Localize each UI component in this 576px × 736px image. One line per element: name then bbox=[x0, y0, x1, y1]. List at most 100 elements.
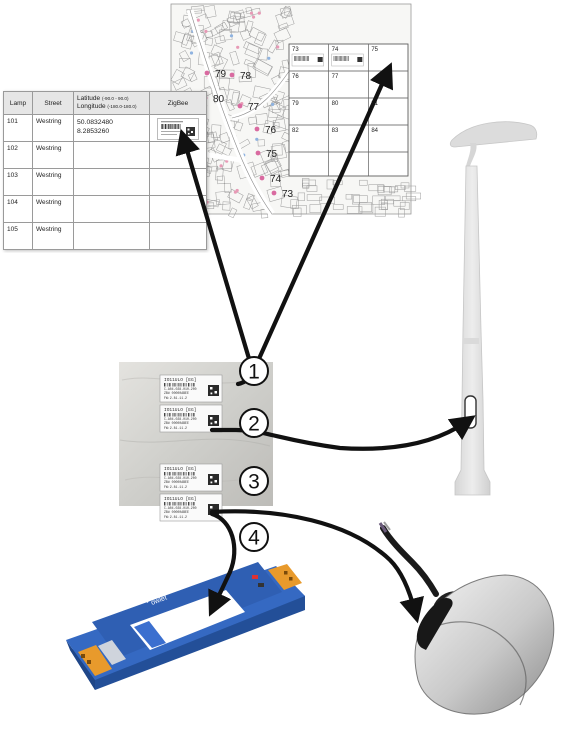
step-number: 3 bbox=[248, 471, 260, 494]
cell-lamp: 102 bbox=[3, 141, 33, 169]
lamp-marker-label: 78 bbox=[240, 71, 252, 82]
owlet-controller: owlet ◆ bbox=[66, 562, 305, 690]
lamp-marker-dot bbox=[229, 72, 235, 78]
grid-cell-label: 73 bbox=[292, 47, 299, 53]
device-label-line: FW:2.81.11.2 bbox=[164, 515, 187, 519]
table-row: 102 Westring bbox=[3, 141, 207, 169]
table-header-row: Lamp Street Latitude (-90.0 - 90.0) Long… bbox=[3, 91, 207, 115]
arrow-to-sensor bbox=[209, 509, 424, 624]
col-lamp: Lamp bbox=[3, 91, 33, 115]
cell-lamp: 101 bbox=[3, 114, 33, 142]
qr-code-icon bbox=[208, 385, 219, 396]
grid-cell-label: 76 bbox=[292, 74, 299, 80]
lamp-table-wrapper: Lamp Street Latitude (-90.0 - 90.0) Long… bbox=[3, 91, 207, 250]
grid-cell-label: 84 bbox=[371, 128, 378, 134]
device-label-line: ZB# 00000ABEE bbox=[164, 421, 189, 425]
col-lat-long: Latitude (-90.0 - 90.0) Longitude (-180.… bbox=[73, 91, 150, 115]
terminal-block-right bbox=[252, 564, 302, 590]
grid-cell-label: 74 bbox=[332, 47, 339, 53]
lamp-table: Lamp Street Latitude (-90.0 - 90.0) Long… bbox=[3, 91, 207, 250]
cell-street: Westring bbox=[32, 141, 74, 169]
cell-zigbee bbox=[149, 195, 207, 223]
cell-coords: 50.0832480 8.2853260 bbox=[73, 114, 150, 142]
cell-lamp: 105 bbox=[3, 222, 33, 250]
arrow-to-controller bbox=[208, 511, 237, 617]
device-label-line: C-A04-028-010-200 bbox=[164, 506, 197, 510]
cell-lamp: 104 bbox=[3, 195, 33, 223]
terminal-block-left bbox=[78, 640, 126, 676]
device-label-line: ZB# 00000ABEE bbox=[164, 510, 189, 514]
table-row: 104 Westring bbox=[3, 195, 207, 223]
col-zigbee: ZigBee bbox=[149, 91, 207, 115]
qr-code-icon bbox=[208, 415, 219, 426]
grid-cell-label: 79 bbox=[292, 101, 299, 107]
arrow-to-map-grid bbox=[255, 62, 394, 364]
device-label-line: FW:2.81.11.2 bbox=[164, 485, 187, 489]
lamp-marker-label: 73 bbox=[282, 189, 294, 200]
lamp-marker-label: 76 bbox=[265, 125, 277, 136]
grid-cell-label: 75 bbox=[371, 47, 378, 53]
lamp-marker-dot bbox=[254, 126, 260, 132]
step-number: 2 bbox=[248, 413, 260, 436]
lamp-marker-label: 79 bbox=[215, 69, 227, 80]
table-row: 105 Westring bbox=[3, 222, 207, 250]
device-label-line: C-A04-028-010-200 bbox=[164, 417, 197, 421]
col-latitude: Latitude bbox=[77, 95, 101, 102]
step-number: 1 bbox=[248, 361, 260, 384]
col-longitude-range: (-180.0-180.0) bbox=[107, 104, 137, 109]
street-lamp-pole bbox=[449, 121, 538, 496]
grid-cell-label: 82 bbox=[292, 128, 299, 134]
nema-sensor-pod bbox=[378, 521, 555, 715]
device-label-line: IO11ULO [EG] bbox=[164, 377, 196, 383]
cell-longitude: 8.2853260 bbox=[77, 128, 110, 135]
zigbee-label-sticker bbox=[157, 118, 199, 140]
barcode-icon bbox=[161, 121, 195, 136]
cell-coords bbox=[73, 222, 150, 250]
lamp-marker-label: 80 bbox=[213, 94, 225, 105]
owl-icon: ◆ bbox=[143, 596, 151, 605]
lamp-marker-label: 74 bbox=[270, 174, 282, 185]
col-street: Street bbox=[32, 91, 74, 115]
cell-zigbee bbox=[149, 114, 207, 142]
device-label-line: IO11ULO [EG] bbox=[164, 466, 196, 472]
grid-cell-label: 80 bbox=[332, 101, 339, 107]
step-marker: 4 bbox=[239, 522, 269, 552]
cell-street: Westring bbox=[32, 222, 74, 250]
cell-street: Westring bbox=[32, 195, 74, 223]
cell-zigbee bbox=[149, 141, 207, 169]
cell-coords bbox=[73, 195, 150, 223]
table-row: 101 Westring 50.0832480 8.2853260 bbox=[3, 114, 207, 142]
step-marker: 1 bbox=[239, 356, 269, 386]
grid-cell-label: 77 bbox=[332, 74, 339, 80]
step-number: 4 bbox=[248, 527, 260, 550]
device-label-line: ZB# 00000ABEE bbox=[164, 391, 189, 395]
lamp-marker-dot bbox=[255, 150, 261, 156]
device-label-line: FW:2.81.11.2 bbox=[164, 396, 187, 400]
cell-latitude: 50.0832480 bbox=[77, 119, 113, 126]
cell-street: Westring bbox=[32, 168, 74, 196]
col-latitude-range: (-90.0 - 90.0) bbox=[101, 96, 129, 101]
cell-coords bbox=[73, 141, 150, 169]
step-marker: 2 bbox=[239, 408, 269, 438]
device-label-line: ZB# 00000ABEE bbox=[164, 480, 189, 484]
qr-code-icon bbox=[208, 474, 219, 485]
step-markers: 1 2 3 4 bbox=[239, 356, 269, 552]
lamp-marker-dot bbox=[204, 70, 210, 76]
grid-cell-label: 83 bbox=[332, 128, 339, 134]
col-longitude: Longitude bbox=[77, 103, 106, 110]
cell-zigbee bbox=[149, 222, 207, 250]
cell-coords bbox=[73, 168, 150, 196]
device-label-line: IO11ULO [EG] bbox=[164, 496, 196, 502]
lamp-marker-dot bbox=[237, 103, 243, 109]
lamp-marker-dot bbox=[259, 175, 265, 181]
device-label-line: C-A04-028-010-200 bbox=[164, 476, 197, 480]
device-label-line: IO11ULO [EG] bbox=[164, 407, 196, 413]
device-label-line: C-A04-028-010-200 bbox=[164, 387, 197, 391]
cell-street: Westring bbox=[32, 114, 74, 142]
